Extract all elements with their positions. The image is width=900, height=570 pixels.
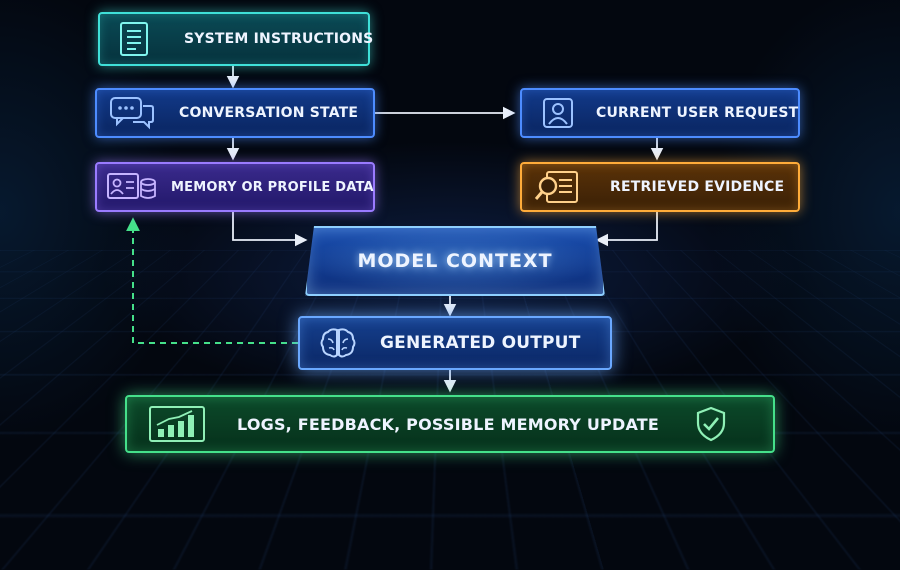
node-label: RETRIEVED EVIDENCE — [610, 179, 785, 195]
connector-layer — [126, 66, 664, 393]
node-current-user-request: CURRENT USER REQUEST — [520, 88, 800, 138]
node-model-context: MODEL CONTEXT — [305, 226, 605, 296]
shield-check-icon — [681, 406, 741, 442]
node-conversation-state: CONVERSATION STATE — [95, 88, 375, 138]
node-label: SYSTEM INSTRUCTIONS — [184, 31, 374, 47]
chat-bubbles-icon — [97, 96, 167, 130]
user-icon — [522, 97, 594, 129]
brain-icon — [300, 326, 376, 360]
node-label: MODEL CONTEXT — [357, 250, 553, 272]
node-label: CONVERSATION STATE — [179, 105, 359, 121]
document-icon — [100, 21, 170, 57]
magnifier-document-icon — [522, 169, 594, 205]
node-memory-profile-data: MEMORY OR PROFILE DATA — [95, 162, 375, 212]
node-label: GENERATED OUTPUT — [380, 333, 581, 353]
node-system-instructions: SYSTEM INSTRUCTIONS — [98, 12, 374, 66]
node-logs-feedback: LOGS, FEEDBACK, POSSIBLE MEMORY UPDATE — [125, 395, 775, 453]
node-generated-output: GENERATED OUTPUT — [298, 316, 612, 370]
node-label: CURRENT USER REQUEST — [596, 105, 799, 121]
profile-database-icon — [97, 170, 167, 204]
edge-output-to-memory-feedback — [126, 217, 298, 344]
node-label: LOGS, FEEDBACK, POSSIBLE MEMORY UPDATE — [237, 414, 660, 434]
node-label: MEMORY OR PROFILE DATA — [171, 179, 374, 195]
edge-evidence-to-context — [595, 212, 658, 247]
bar-chart-icon — [127, 405, 227, 443]
node-retrieved-evidence: RETRIEVED EVIDENCE — [520, 162, 800, 212]
edge-memory-to-context — [232, 212, 308, 247]
